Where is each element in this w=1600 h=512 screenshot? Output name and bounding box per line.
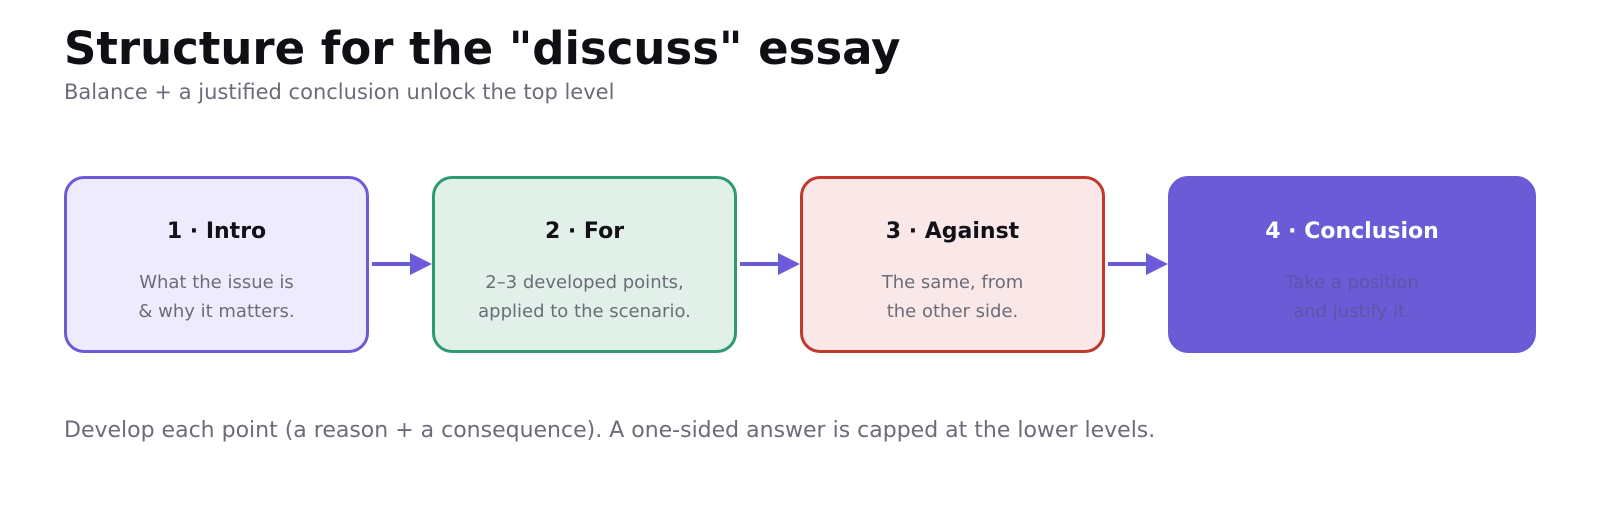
footer-note: Develop each point (a reason + a consequ…: [64, 418, 1156, 443]
step-for-title: 2 · For: [544, 219, 625, 244]
step-conclusion-description-line: and justify it.: [1293, 301, 1411, 322]
step-conclusion: 4 · Conclusion Take a position and justi…: [1168, 176, 1536, 353]
diagram-title: Structure for the "discuss" essay: [64, 22, 901, 75]
step-for-description-line: 2–3 developed points,: [485, 272, 684, 293]
step-against-title: 3 · Against: [885, 219, 1020, 244]
arrow-intro-to-for: [372, 253, 432, 275]
step-intro: 1 · Intro What the issue is & why it mat…: [64, 176, 369, 353]
step-conclusion-title: 4 · Conclusion: [1265, 219, 1439, 244]
step-conclusion-description: Take a position and justify it.: [1171, 268, 1533, 326]
arrow-for-to-against: [740, 253, 800, 275]
step-for-description-line: applied to the scenario.: [478, 301, 691, 322]
arrow-against-to-conclusion: [1108, 253, 1168, 275]
step-intro-title: 1 · Intro: [166, 219, 267, 244]
step-against-description: The same, from the other side.: [803, 268, 1102, 326]
step-against-description-line: The same, from: [881, 272, 1024, 293]
step-for: 2 · For 2–3 developed points, applied to…: [432, 176, 737, 353]
step-against: 3 · Against The same, from the other sid…: [800, 176, 1105, 353]
step-against-description-line: the other side.: [886, 301, 1019, 322]
diagram-subtitle: Balance + a justified conclusion unlock …: [64, 80, 615, 104]
step-intro-description-line: What the issue is: [139, 272, 294, 293]
step-for-description: 2–3 developed points, applied to the sce…: [435, 268, 734, 326]
step-conclusion-description-line: Take a position: [1285, 272, 1419, 293]
step-intro-description-line: & why it matters.: [138, 301, 295, 322]
step-intro-description: What the issue is & why it matters.: [67, 268, 366, 326]
